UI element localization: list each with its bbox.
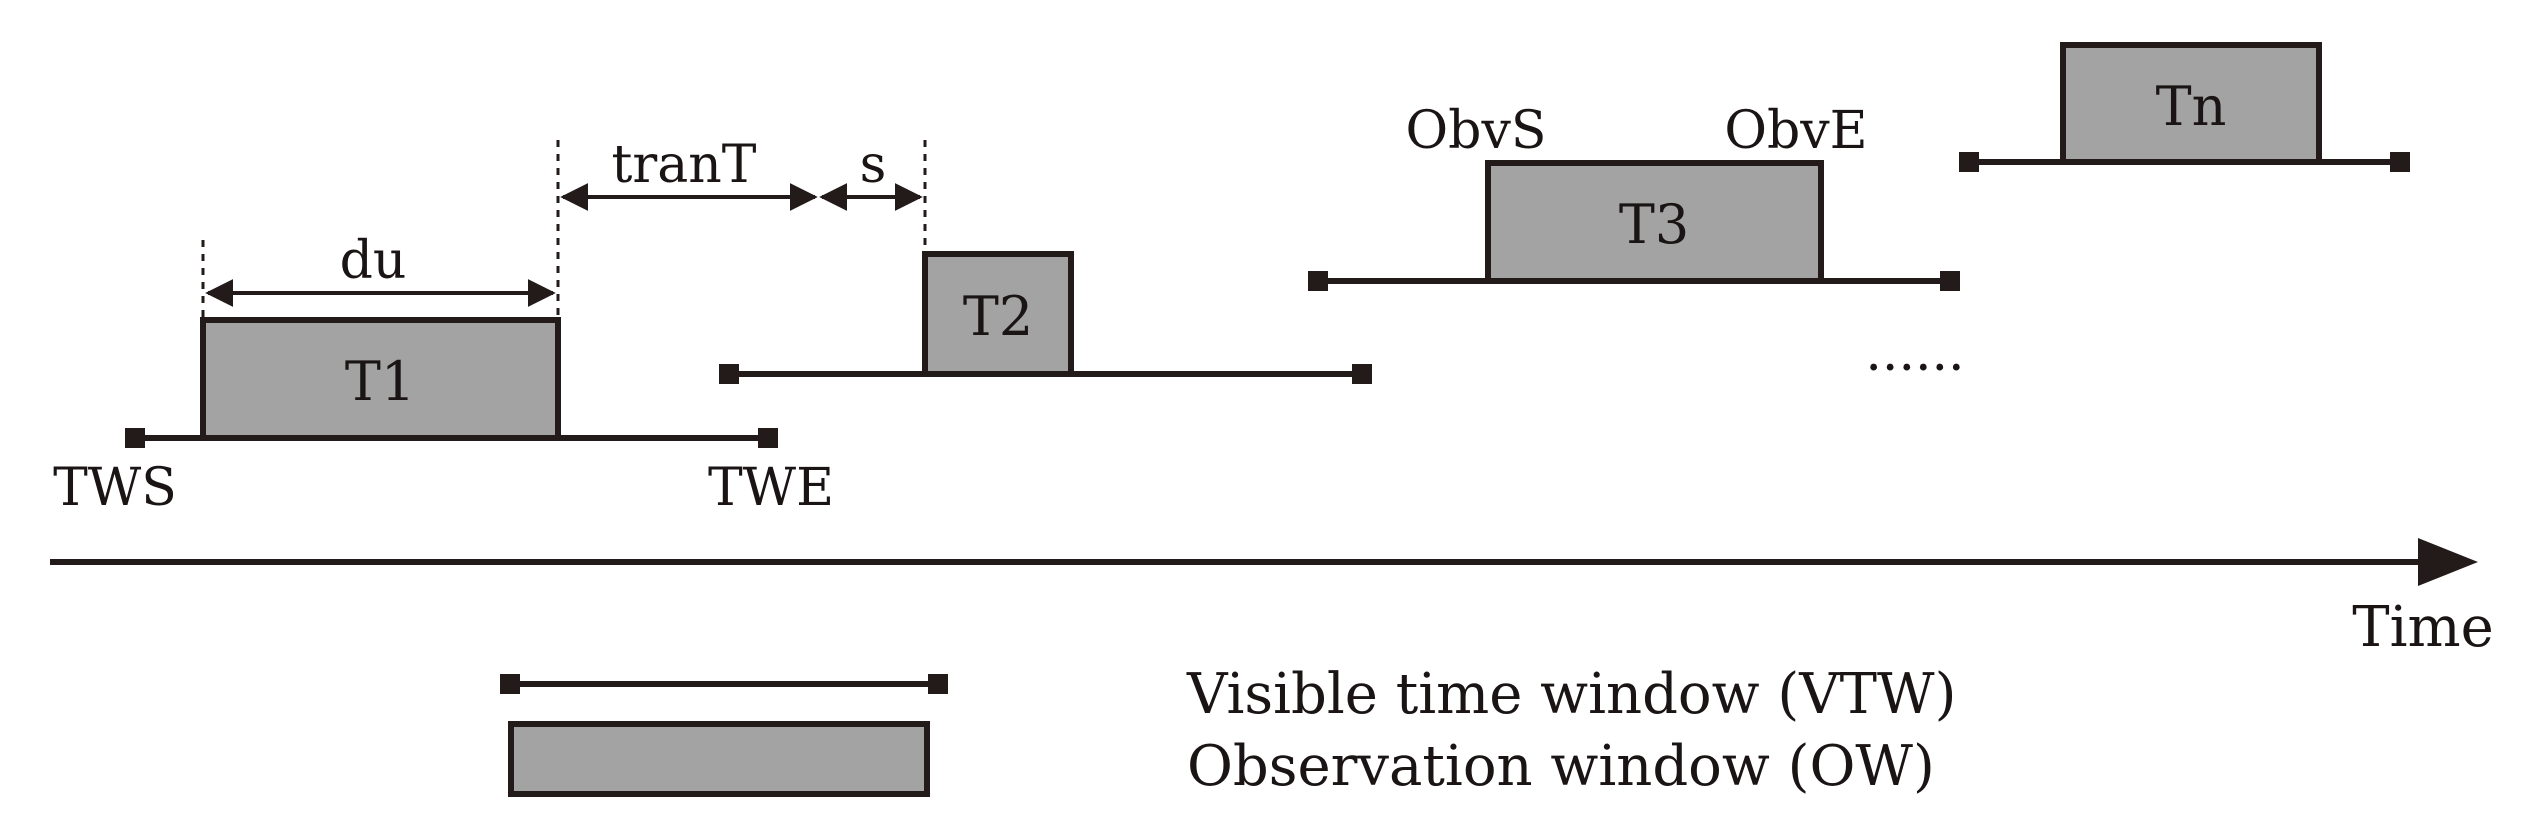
time-axis-arrowhead <box>2418 538 2478 586</box>
time-axis: Time <box>50 538 2494 660</box>
task-n-group: Tn <box>1959 42 2410 172</box>
s-label: s <box>860 135 887 195</box>
legend: Visible time window (VTW) Observation wi… <box>500 662 1956 799</box>
du-label: du <box>340 231 407 291</box>
twe-label: TWE <box>708 458 834 518</box>
legend-vtw-end-marker <box>928 674 948 694</box>
tranT-label: tranT <box>612 135 757 195</box>
vtw-end-marker-t2 <box>1352 364 1372 384</box>
obvE-label: ObvE <box>1724 101 1867 161</box>
task-label-t3: T3 <box>1619 193 1689 256</box>
vtw-end-marker-tn <box>2390 152 2410 172</box>
vtw-start-marker-t3 <box>1308 271 1328 291</box>
obvS-label: ObvS <box>1406 101 1547 161</box>
legend-vtw-label: Visible time window (VTW) <box>1186 662 1956 727</box>
observation-window-t1 <box>200 317 561 441</box>
legend-vtw-start-marker <box>500 674 520 694</box>
observation-window-t3 <box>1485 160 1824 284</box>
task-label-t1: T1 <box>345 350 415 413</box>
observation-window-t2 <box>922 251 1074 377</box>
ellipsis-label: ...... <box>1865 323 1964 383</box>
vtw-start-marker-tn <box>1959 152 1979 172</box>
vtw-start-marker-t2 <box>719 364 739 384</box>
tranT-s-dimension: tranT s <box>560 135 927 252</box>
time-axis-label: Time <box>2352 595 2494 660</box>
task-3-group: T3 ObvS ObvE <box>1308 101 1960 291</box>
vtw-end-marker-t3 <box>1940 271 1960 291</box>
observation-window-tn <box>2060 42 2322 165</box>
vtw-end-marker-t1 <box>758 428 778 448</box>
task-label-tn: Tn <box>2156 75 2227 138</box>
task-1-group: T1 <box>125 317 778 448</box>
legend-ow-swatch <box>508 721 930 797</box>
tws-label: TWS <box>53 458 177 518</box>
du-dimension: du <box>201 140 560 320</box>
task-label-t2: T2 <box>963 285 1033 348</box>
vtw-start-marker-t1 <box>125 428 145 448</box>
legend-ow-label: Observation window (OW) <box>1187 734 1935 799</box>
task-2-group: T2 <box>719 251 1372 384</box>
